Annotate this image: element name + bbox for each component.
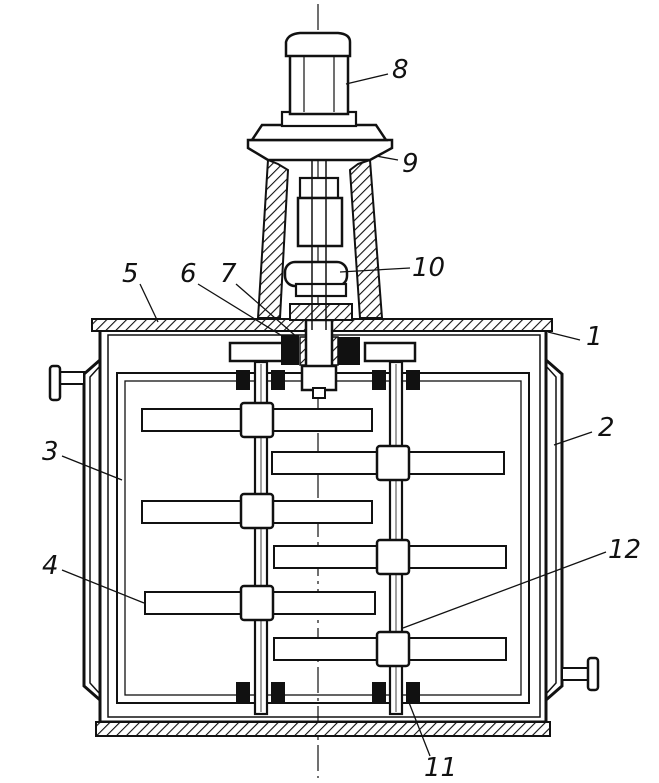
drive-coupling xyxy=(300,318,338,399)
motor-stand xyxy=(256,158,384,321)
callout-2: 2 xyxy=(598,413,615,443)
gear-train xyxy=(228,335,417,366)
upper-bearings xyxy=(236,370,420,390)
callout-8: 8 xyxy=(392,55,409,85)
callout-10: 10 xyxy=(412,253,445,283)
motor-flange xyxy=(246,110,394,162)
callout-9: 9 xyxy=(402,149,419,179)
outlet-nozzle xyxy=(561,656,600,692)
reducer xyxy=(283,150,349,330)
callout-7: 7 xyxy=(220,259,237,289)
tank-bottom xyxy=(95,721,551,737)
callout-1: 1 xyxy=(586,322,603,352)
left-shaft xyxy=(253,360,269,716)
callout-11: 11 xyxy=(424,753,457,783)
lower-bearings xyxy=(236,682,420,702)
callout-3: 3 xyxy=(42,437,59,467)
left-jacket xyxy=(82,358,101,702)
callout-labels: 1 2 3 4 5 6 7 8 9 10 11 12 xyxy=(42,55,641,783)
inlet-nozzle xyxy=(48,364,85,402)
leader-lines xyxy=(61,73,607,757)
callout-6: 6 xyxy=(180,259,197,289)
callout-4: 4 xyxy=(42,551,59,581)
electric-motor xyxy=(284,31,352,116)
right-jacket xyxy=(545,358,564,702)
callout-5: 5 xyxy=(122,259,139,289)
shaft-hubs xyxy=(239,401,411,668)
callout-12: 12 xyxy=(608,535,641,565)
